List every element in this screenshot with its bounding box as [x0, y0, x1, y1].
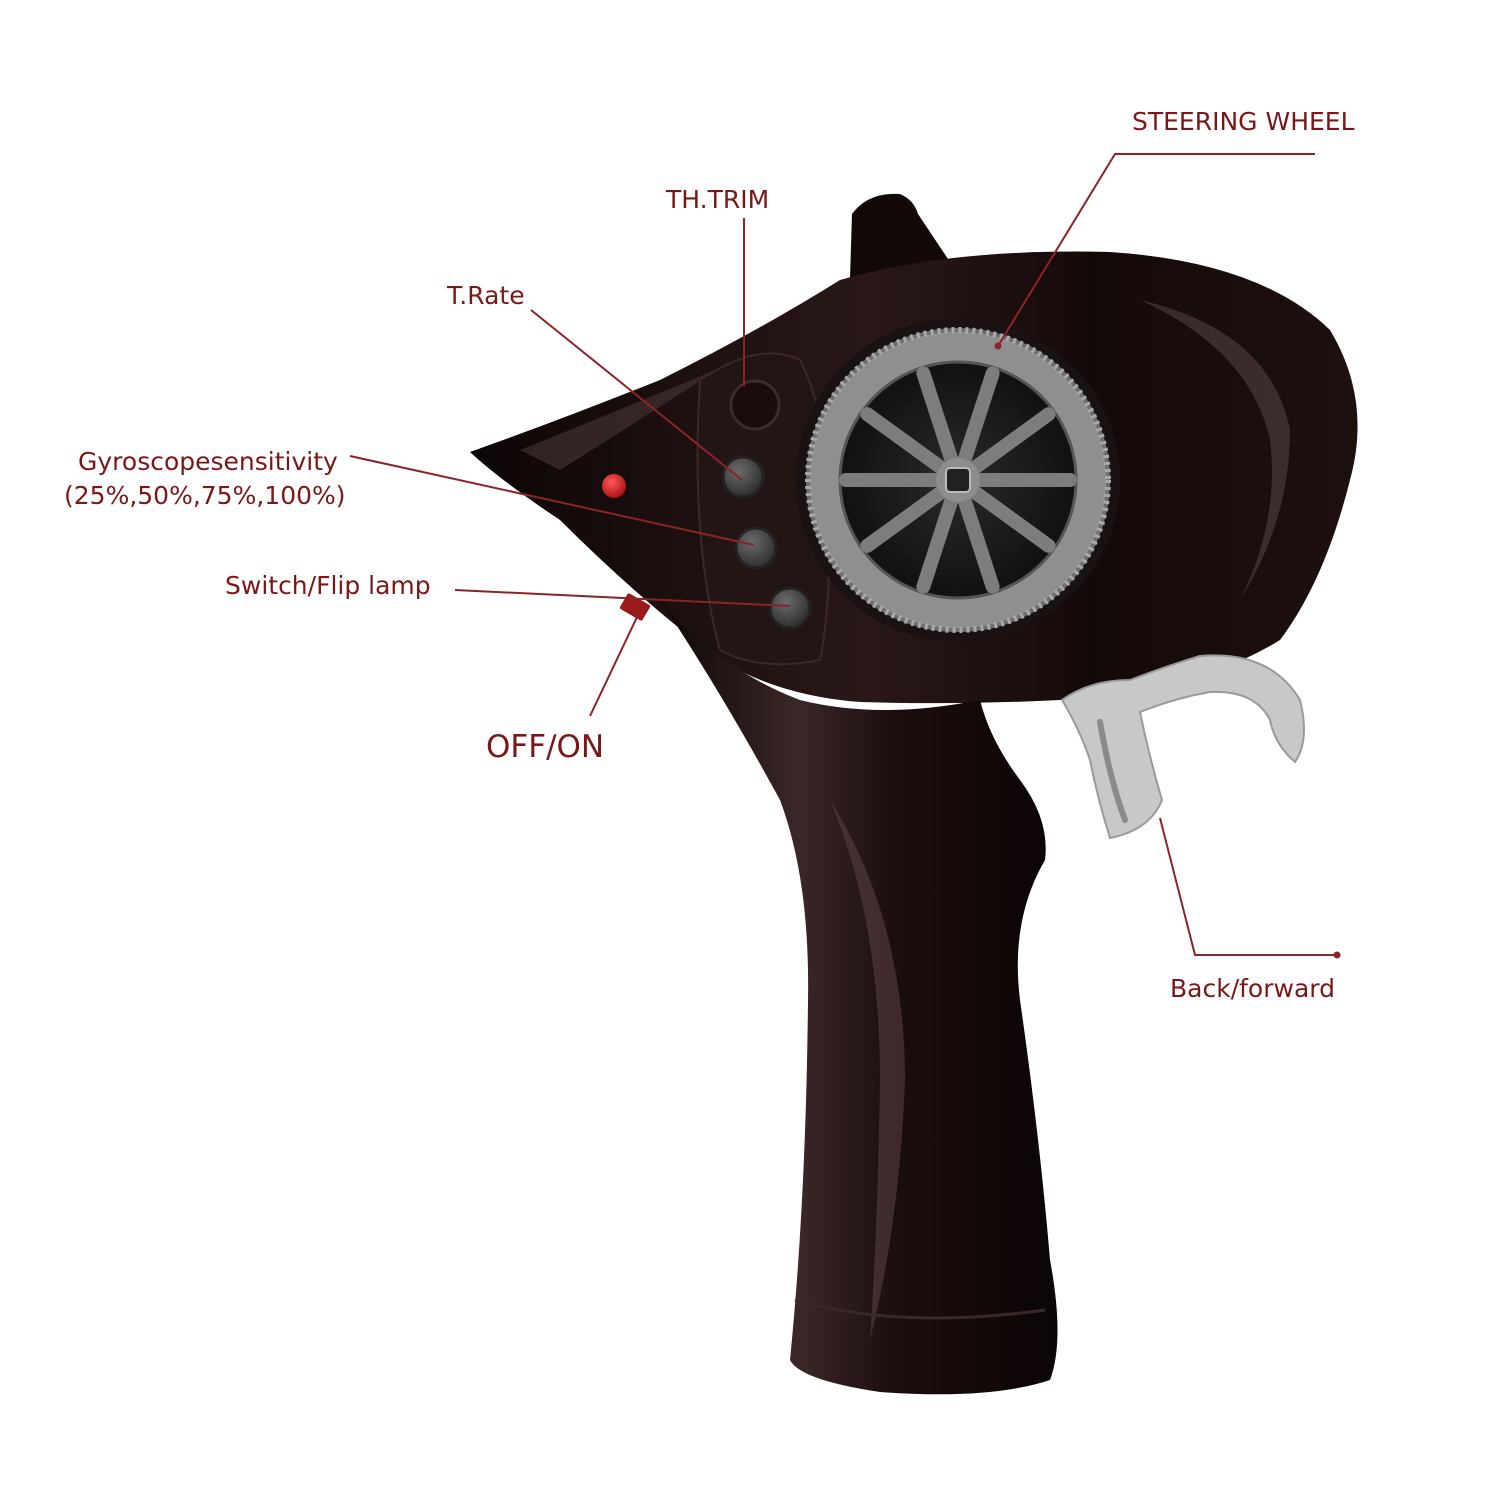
- wheel-spoke: [860, 485, 948, 553]
- head-highlight-left: [520, 368, 720, 470]
- leader-dot-steering: [994, 342, 1002, 350]
- grip-seam: [794, 1298, 1046, 1320]
- gyro-sensitivity-button[interactable]: [734, 526, 778, 570]
- t-rate-button[interactable]: [721, 455, 765, 499]
- throttle-trigger: [1060, 654, 1305, 840]
- wheel-spoke: [916, 493, 959, 594]
- label-th-trim: TH.TRIM: [666, 185, 770, 214]
- label-t-rate: T.Rate: [447, 281, 525, 310]
- wheel-spoke: [916, 366, 959, 467]
- wheel-spoke: [968, 407, 1056, 475]
- wheel-spoke: [860, 407, 948, 475]
- leader-lines: [349, 153, 1337, 956]
- leader-off-on: [589, 614, 639, 717]
- power-led: [602, 474, 626, 498]
- label-gyro-values: (25%,50%,75%,100%): [64, 481, 346, 510]
- power-switch[interactable]: [619, 593, 651, 622]
- leader-steering-wheel: [997, 153, 1315, 347]
- leader-switch-flip-lamp: [454, 589, 791, 607]
- label-gyro-sensitivity: Gyroscopesensitivity: [78, 447, 338, 476]
- wheel-spoke: [968, 485, 1056, 553]
- th-trim-button[interactable]: [729, 379, 781, 431]
- label-switch-flip-lamp: Switch/Flip lamp: [225, 571, 431, 600]
- switch-flip-lamp-button[interactable]: [768, 586, 812, 630]
- steering-wheel[interactable]: [796, 318, 1120, 642]
- label-back-forward: Back/forward: [1170, 974, 1335, 1003]
- leader-gyro: [349, 455, 755, 546]
- trigger-slot: [1097, 719, 1128, 823]
- wheel-spoke: [957, 366, 1000, 467]
- controller-grip: [660, 600, 1058, 1395]
- leader-back-forward: [1159, 817, 1337, 956]
- wheel-spoke: [957, 493, 1000, 594]
- head-highlight: [1140, 300, 1290, 600]
- grip-highlight: [830, 800, 905, 1340]
- label-steering-wheel: STEERING WHEEL: [1132, 107, 1355, 136]
- antenna-nub: [850, 193, 950, 278]
- leader-dot-back-forward: [1333, 951, 1341, 959]
- button-panel: [696, 352, 832, 666]
- label-off-on: OFF/ON: [486, 729, 605, 765]
- leader-t-rate: [530, 309, 743, 481]
